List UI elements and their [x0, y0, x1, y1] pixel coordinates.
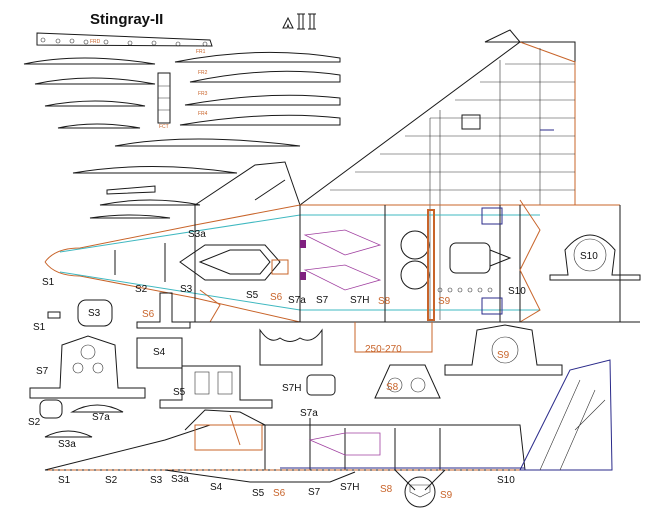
- side-label-s5: S5: [252, 488, 265, 499]
- rib-label-fr1: FR1: [196, 49, 206, 55]
- top-label-s2: S2: [135, 284, 148, 295]
- side-view-station-labels: S1 S2 S3 S3a S4 S5 S6 S7 S7H S8 S9 S10 S…: [58, 408, 515, 501]
- part-label-s8: S8: [386, 382, 399, 393]
- part-label-s7a: S7a: [92, 412, 110, 423]
- rib-label-frd: FRD: [90, 39, 101, 45]
- wing-ribs: FRD FR1 FR2 FR3 FR4 FCT: [23, 32, 341, 219]
- side-label-s7: S7: [308, 487, 321, 498]
- part-label-s1: S1: [33, 322, 46, 333]
- side-label-s6: S6: [273, 488, 286, 499]
- side-label-s7a: S7a: [300, 408, 318, 419]
- side-label-s1: S1: [58, 475, 71, 486]
- part-label-s9: S9: [497, 350, 510, 361]
- top-label-s3a: S3a: [188, 229, 206, 240]
- rib-label-fct: FCT: [159, 124, 169, 130]
- top-label-s3: S3: [180, 284, 193, 295]
- top-view-station-labels: S1 S2 S3 S3a S5 S6 S7a S7 S7H S8 S9 S10: [42, 229, 526, 307]
- top-label-s7: S7: [316, 295, 329, 306]
- rib-label-fr3: FR3: [198, 91, 208, 97]
- bulkhead-parts: S1 S3 S6 S4 S7 S5 S7H S8 S9 S10 S2 S7a S…: [28, 234, 641, 450]
- side-view-airframe: [44, 359, 613, 508]
- part-label-s7: S7: [36, 366, 49, 377]
- part-label-s3: S3: [88, 308, 101, 319]
- part-label-s4: S4: [153, 347, 166, 358]
- top-label-s10: S10: [508, 286, 526, 297]
- top-label-s7a: S7a: [288, 295, 306, 306]
- part-label-s3a: S3a: [58, 439, 76, 450]
- top-view-airframe: 250-270: [44, 29, 640, 355]
- part-label-s5: S5: [173, 387, 186, 398]
- rib-label-fr4: FR4: [198, 111, 208, 117]
- part-label-s2: S2: [28, 417, 41, 428]
- side-label-s10: S10: [497, 475, 515, 486]
- top-label-s6: S6: [270, 292, 283, 303]
- rib-label-fr2: FR2: [198, 70, 208, 76]
- logo: [282, 13, 316, 30]
- top-label-s8: S8: [378, 296, 391, 307]
- dimension-label: 250-270: [365, 344, 402, 355]
- side-label-s7h: S7H: [340, 482, 359, 493]
- side-label-s9: S9: [440, 490, 453, 501]
- part-label-s10: S10: [580, 251, 598, 262]
- top-label-s9: S9: [438, 296, 451, 307]
- part-label-s6: S6: [142, 309, 155, 320]
- top-label-s7h: S7H: [350, 295, 369, 306]
- side-label-s2: S2: [105, 475, 118, 486]
- side-label-s4: S4: [210, 482, 223, 493]
- side-label-s3a: S3a: [171, 474, 189, 485]
- top-label-s1: S1: [42, 277, 55, 288]
- part-label-s7h: S7H: [282, 383, 301, 394]
- side-label-s3: S3: [150, 475, 163, 486]
- drawing-title: Stingray-II: [90, 11, 163, 28]
- top-label-s5: S5: [246, 290, 259, 301]
- side-label-s8: S8: [380, 484, 393, 495]
